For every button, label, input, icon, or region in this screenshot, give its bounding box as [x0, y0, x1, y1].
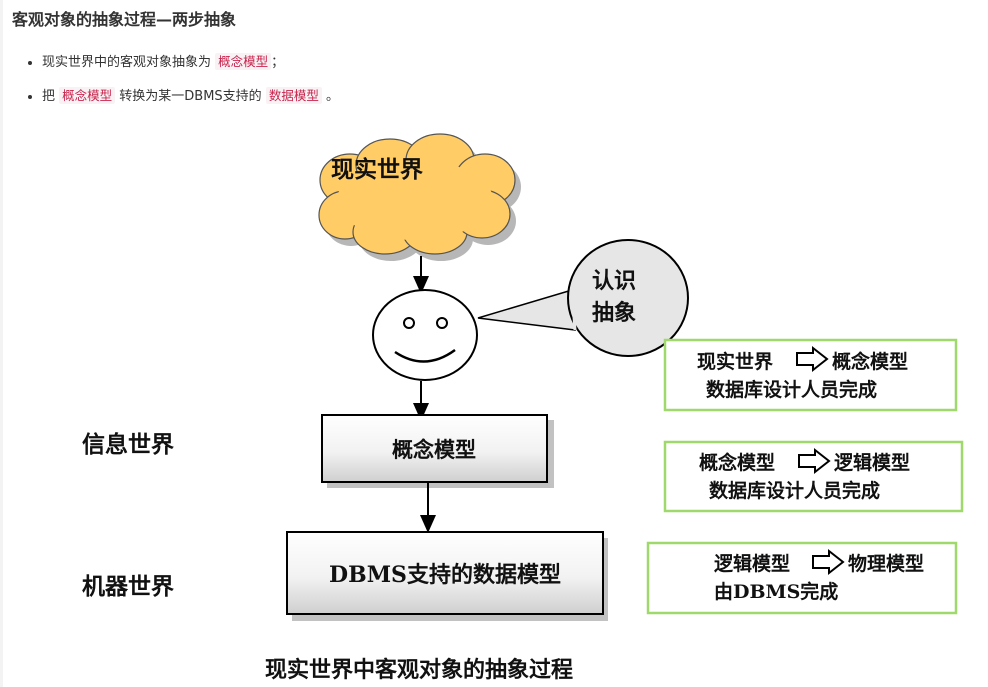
double-arrow-icon — [796, 345, 829, 373]
bullet-list: 现实世界中的客观对象抽象为 概念模型； 把 概念模型 转换为某一DBMS支持的 … — [22, 53, 339, 121]
note3-line2: 由DBMS完成 — [714, 580, 838, 603]
cloud-shape — [318, 133, 521, 261]
speech-bubble — [477, 239, 689, 357]
dbms-model-box — [286, 531, 608, 621]
note2-to: 逻辑模型 — [834, 451, 910, 474]
note-box-2: 概念模型 逻辑模型 数据库设计人员完成 — [663, 440, 964, 513]
inline-code: 概念模型 — [215, 53, 272, 70]
bullet-item: 把 概念模型 转换为某一DBMS支持的 数据模型 。 — [42, 87, 339, 106]
note2-from: 概念模型 — [699, 451, 775, 474]
left-margin-rule — [0, 0, 3, 687]
bullet-item: 现实世界中的客观对象抽象为 概念模型； — [42, 53, 339, 72]
smiley-face-icon — [372, 289, 478, 381]
bullet-text: ； — [271, 55, 285, 70]
bubble-text-line1: 认识 — [592, 268, 636, 294]
machine-world-label: 机器世界 — [82, 573, 174, 600]
bullet-text: 把 — [42, 89, 60, 104]
note1-line2: 数据库设计人员完成 — [706, 378, 877, 401]
note-box-3: 逻辑模型 物理模型 由DBMS完成 — [646, 541, 958, 615]
concept-model-box — [321, 414, 554, 488]
bullet-text: 现实世界中的客观对象抽象为 — [42, 55, 216, 70]
inline-code: 数据模型 — [265, 87, 322, 104]
section-heading: 客观对象的抽象过程—两步抽象 — [12, 10, 237, 29]
note1-to: 概念模型 — [832, 350, 908, 373]
double-arrow-icon — [798, 447, 831, 475]
bubble-text-line2: 抽象 — [592, 300, 636, 326]
concept-model-label: 概念模型 — [392, 437, 476, 462]
note2-line2: 数据库设计人员完成 — [709, 479, 880, 502]
note3-to: 物理模型 — [848, 552, 924, 575]
diagram-caption: 现实世界中客观对象的抽象过程 — [265, 657, 573, 683]
bullet-text: 转换为某一DBMS支持的 — [115, 89, 266, 104]
note3-from: 逻辑模型 — [714, 552, 790, 575]
double-arrow-icon — [812, 548, 845, 576]
note1-from: 现实世界 — [697, 350, 773, 373]
cloud-label: 现实世界 — [331, 156, 423, 183]
bullet-text: 。 — [321, 89, 339, 104]
note-box-1: 现实世界 概念模型 数据库设计人员完成 — [663, 338, 958, 412]
info-world-label: 信息世界 — [82, 431, 174, 458]
dbms-model-label: DBMS支持的数据模型 — [329, 562, 561, 588]
inline-code: 概念模型 — [59, 87, 116, 104]
